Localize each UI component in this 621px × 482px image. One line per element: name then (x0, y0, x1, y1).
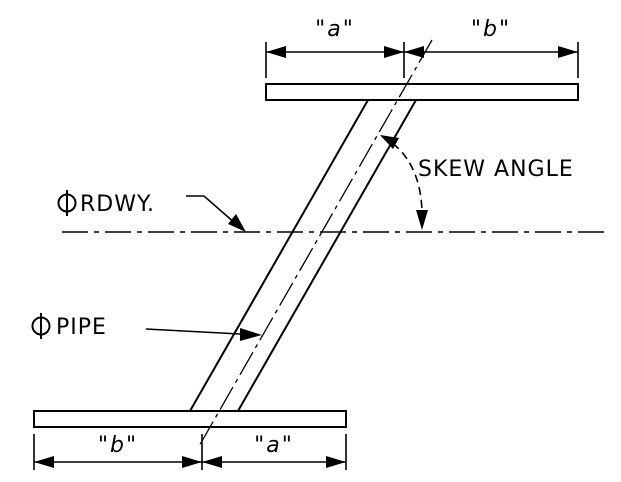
arrow-head (240, 328, 262, 341)
bottom-dim-a-label: "a" (254, 433, 294, 458)
top-dim-b-label: "b" (471, 17, 511, 42)
arrow-head (34, 456, 54, 468)
arrow-head (558, 46, 578, 58)
top-dim-a-label: "a" (315, 17, 355, 42)
centerline-symbol (31, 313, 51, 339)
bottom-dim-b-label: "b" (98, 433, 138, 458)
top-headwall (265, 83, 579, 101)
arrow-head (326, 456, 346, 468)
bottom-headwall (33, 410, 347, 428)
arrow-head (416, 210, 428, 230)
centerline-symbol (57, 190, 77, 216)
skew-angle-label: SKEW ANGLE (418, 157, 574, 182)
arrow-head (384, 46, 404, 58)
arrow-head (380, 135, 399, 149)
pipe-centerline-label: PIPE (56, 315, 107, 340)
arrow-head (266, 46, 286, 58)
pipe-leader (145, 328, 241, 335)
pipe-centerline (197, 39, 433, 449)
skew-angle-arc (381, 135, 423, 223)
roadway-centerline-label: RDWY. (80, 192, 155, 217)
pipe-left-edge (189, 99, 369, 412)
arrow-head (228, 214, 246, 232)
roadway-leader (186, 195, 237, 225)
arrow-head (182, 456, 202, 468)
arrow-head (202, 456, 222, 468)
pipe-right-edge (237, 99, 417, 412)
arrow-head (404, 46, 424, 58)
